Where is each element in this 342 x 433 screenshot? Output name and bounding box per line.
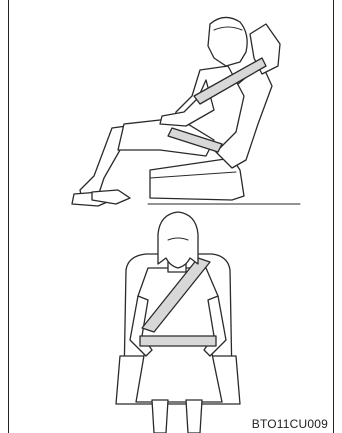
front-head: [158, 212, 198, 268]
front-view-illustration: [116, 212, 240, 433]
front-lap-belt: [140, 336, 216, 346]
figure-code: BTO11CU009: [252, 417, 328, 431]
side-view-illustration: [72, 17, 300, 206]
head: [208, 17, 247, 66]
right-leg: [186, 400, 202, 433]
left-leg: [152, 400, 168, 433]
